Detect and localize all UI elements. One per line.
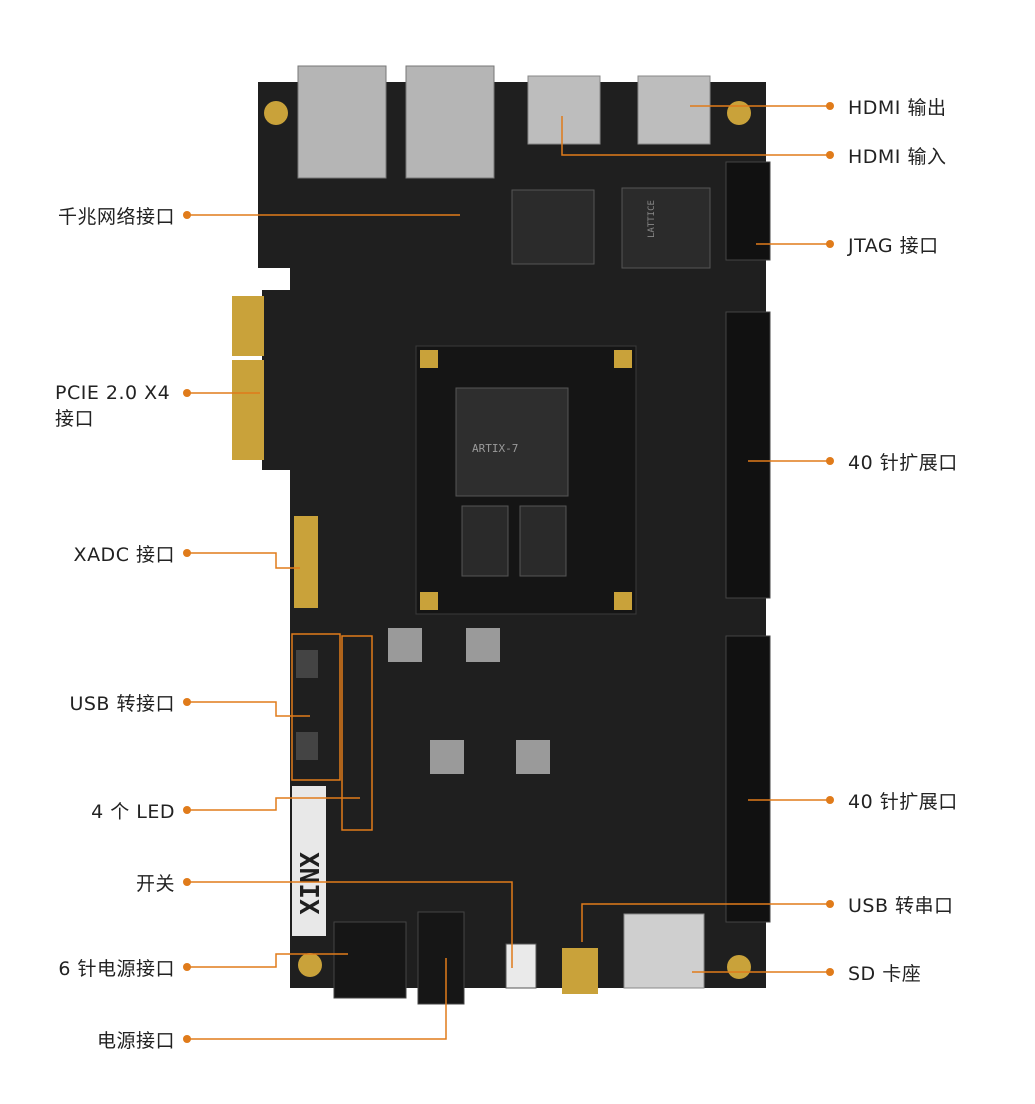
label-expansion-2: 40 针扩展口 [848, 791, 958, 813]
leader-dots [183, 102, 834, 1043]
alinx-logo [292, 786, 326, 936]
label-expansion-1: 40 针扩展口 [848, 452, 958, 474]
jtag-header [725, 161, 771, 261]
label-hdmi-out: HDMI 输出 [848, 97, 947, 119]
label-pcie: PCIE 2.0 X4 接口 [55, 382, 171, 430]
fpga-chip [455, 387, 569, 497]
alinx-logo-text: XNIX [293, 852, 323, 915]
label-usb-uart: USB 转串口 [848, 895, 954, 917]
label-ethernet: 千兆网络接口 [57, 206, 175, 228]
fpga-chip-text: ARTIX-7 [472, 442, 518, 455]
hdmi-connectors [527, 75, 711, 145]
label-6pin-power: 6 针电源接口 [58, 958, 175, 980]
expansion-headers [725, 311, 771, 923]
lattice-chip-text: LATTICE [647, 200, 657, 238]
led-area [341, 635, 373, 831]
xadc-header [294, 516, 318, 608]
label-xadc: XADC 接口 [73, 544, 175, 566]
label-leds: 4 个 LED [91, 801, 175, 823]
inductors [388, 628, 550, 774]
label-usb-adapter: USB 转接口 [69, 693, 175, 715]
pcie-gold-fingers [232, 296, 264, 460]
label-hdmi-in: HDMI 输入 [848, 146, 947, 168]
power-connectors [333, 911, 537, 1005]
label-jtag: JTAG 接口 [848, 235, 939, 257]
label-switch: 开关 [135, 873, 175, 895]
usb-sd [562, 913, 705, 994]
label-sd: SD 卡座 [848, 963, 922, 985]
module-corner-pads [420, 350, 632, 610]
mounting-holes [264, 101, 751, 979]
keys-area [291, 633, 341, 781]
leader-lines [187, 105, 830, 1040]
rj45-ports [297, 65, 495, 179]
ic-chips: LATTICE [511, 187, 711, 269]
ddr-chips [461, 505, 567, 577]
label-power: 电源接口 [96, 1030, 175, 1052]
